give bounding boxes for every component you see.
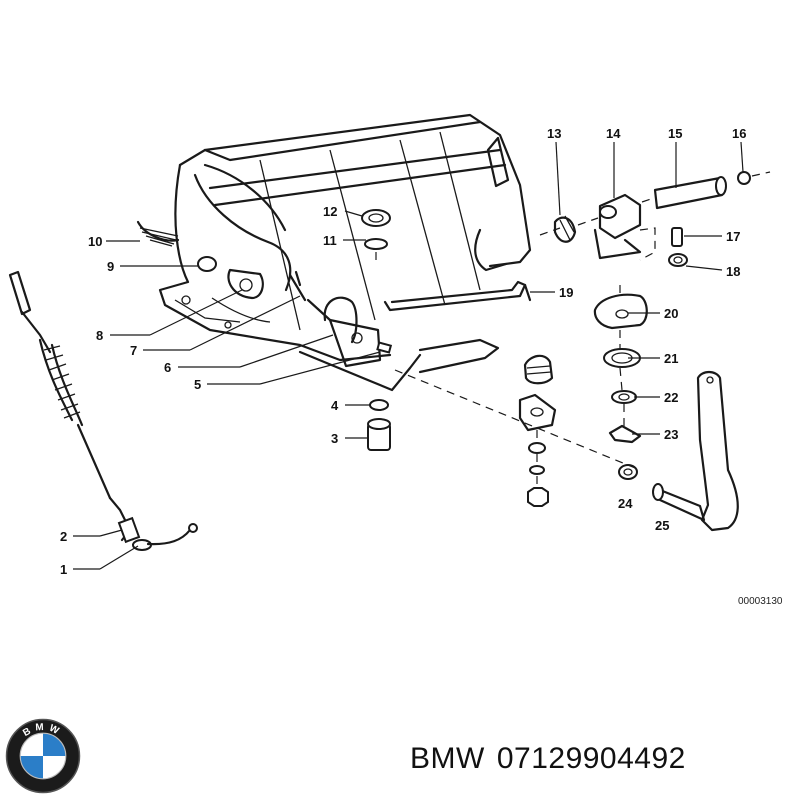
callout-labels: 1 2 3 4 5 6 7 8 9 10 11 12 13 14 15 16 1… — [60, 126, 783, 607]
shift-rod — [383, 280, 532, 312]
callout-6: 6 — [164, 360, 171, 375]
callout-7: 7 — [130, 343, 137, 358]
assembly-axis-lines — [394, 330, 641, 471]
callout-24: 24 — [618, 496, 633, 511]
diagram-reference-number: 00003130 — [738, 596, 783, 607]
callout-11: 11 — [323, 233, 337, 248]
callout-12: 12 — [323, 204, 337, 219]
brand-name: BMW — [410, 742, 485, 775]
callout-1: 1 — [60, 562, 67, 577]
callout-17: 17 — [726, 229, 740, 244]
gear-cable — [8, 270, 198, 551]
callout-22: 22 — [664, 390, 678, 405]
callout-19: 19 — [559, 285, 573, 300]
detent-spring-parts — [518, 354, 557, 507]
callout-15: 15 — [668, 126, 682, 141]
leader-lines — [73, 141, 744, 570]
callout-10: 10 — [88, 234, 102, 249]
callout-23: 23 — [664, 427, 678, 442]
callout-20: 20 — [664, 306, 678, 321]
callout-9: 9 — [107, 259, 114, 274]
callout-5: 5 — [194, 377, 201, 392]
transmission-housing — [158, 113, 532, 392]
selector-lever — [652, 370, 739, 532]
part-number: 07129904492 — [496, 742, 686, 775]
callout-3: 3 — [331, 431, 338, 446]
callout-4: 4 — [331, 398, 339, 413]
shaft-assembly — [539, 171, 771, 261]
seal-parts-11-12 — [361, 209, 391, 265]
part-caption: BMW 07129904492 — [410, 742, 795, 786]
callout-16: 16 — [732, 126, 746, 141]
callout-13: 13 — [547, 126, 561, 141]
callout-14: 14 — [606, 126, 621, 141]
bmw-logo: BMW — [5, 718, 81, 794]
callout-2: 2 — [60, 529, 67, 544]
callout-8: 8 — [96, 328, 103, 343]
selector-parts-left — [136, 220, 393, 368]
callout-21: 21 — [664, 351, 678, 366]
callout-25: 25 — [655, 518, 669, 533]
pivot-parts-3-4 — [367, 399, 391, 451]
bolt-nut-17-18 — [668, 227, 688, 267]
callout-18: 18 — [726, 264, 740, 279]
